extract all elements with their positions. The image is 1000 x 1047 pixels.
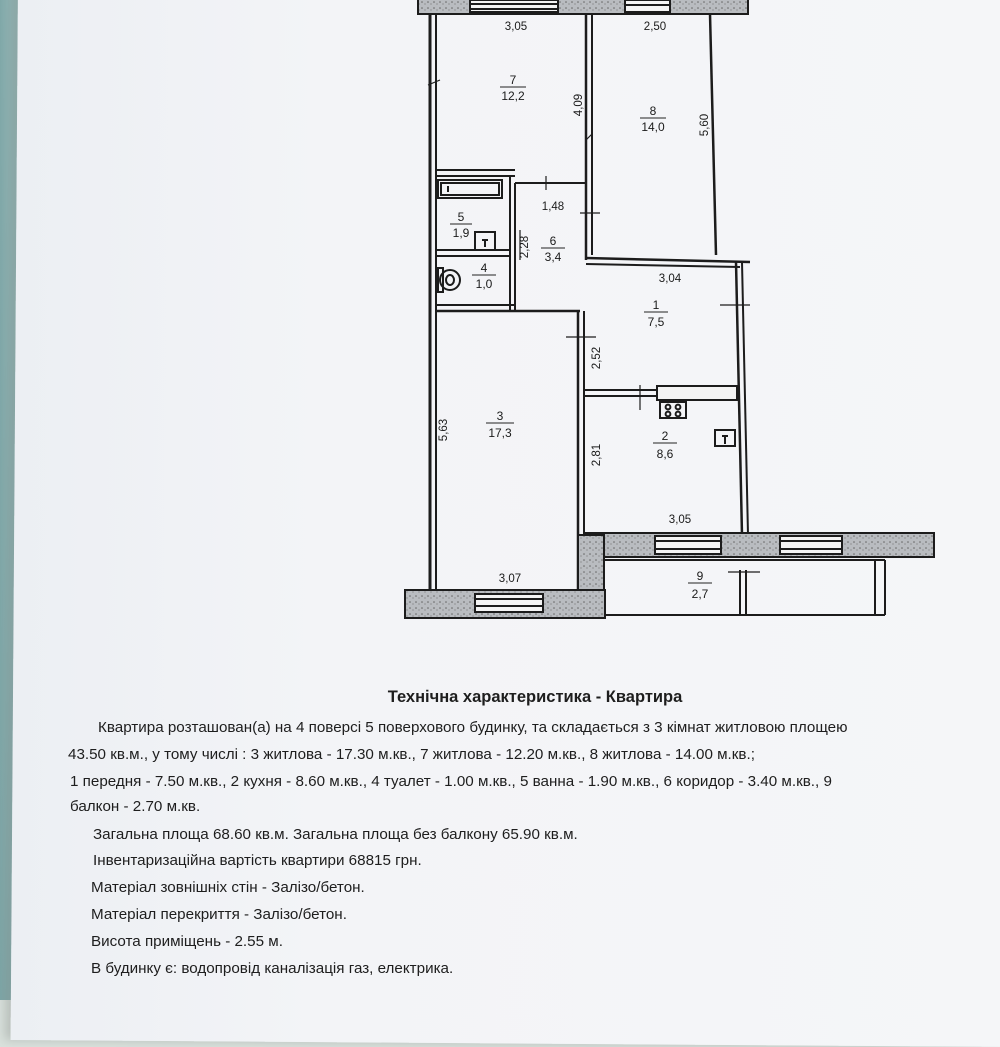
dim-room8-side: 5,60	[699, 114, 711, 136]
room-labels: 7 12,2 8 14,0 5 1,9 6 3,4 4 1,0 1 7,5 3 …	[450, 73, 712, 601]
dim-kitchen-side: 2,81	[591, 444, 603, 466]
room-8-number: 8	[650, 104, 657, 118]
text-line-3: 1 передня - 7.50 м.кв., 2 кухня - 8.60 м…	[70, 773, 832, 790]
text-line-5: Загальна площа 68.60 кв.м. Загальна площ…	[93, 826, 578, 843]
room-6-area: 3,4	[545, 250, 562, 264]
text-line-8: Матеріал перекриття - Залізо/бетон.	[91, 906, 347, 923]
room-8-area: 14,0	[641, 120, 665, 134]
room-2-number: 2	[662, 429, 669, 443]
dim-corridor-width: 1,48	[542, 201, 564, 213]
text-line-1: Квартира розташован(а) на 4 поверсі 5 по…	[98, 719, 848, 736]
text-line-7: Матеріал зовнішніх стін - Залізо/бетон.	[91, 879, 365, 896]
dim-room3-side: 5,63	[438, 419, 450, 441]
dim-hall-side: 2,52	[591, 347, 603, 369]
room-4-area: 1,0	[476, 277, 493, 291]
dim-corridor-height: 2,28	[519, 236, 531, 258]
room-5-area: 1,9	[453, 226, 470, 240]
dim-room7-side: 4,09	[573, 94, 585, 116]
room-3-number: 3	[497, 409, 504, 423]
text-line-9: Висота приміщень - 2.55 м.	[91, 933, 283, 950]
section-title: Технічна характеристика - Квартира	[387, 688, 683, 706]
room-3-area: 17,3	[488, 426, 512, 440]
text-line-2: 43.50 кв.м., у тому числі : 3 житлова - …	[68, 746, 755, 763]
text-line-4: балкон - 2.70 м.кв.	[70, 798, 201, 815]
text-line-10: В будинку є: водопровід каналізація газ,…	[91, 960, 454, 977]
dim-room3-bottom: 3,07	[499, 573, 521, 585]
room-1-number: 1	[653, 298, 660, 312]
room-1-area: 7,5	[648, 315, 665, 329]
dim-hall-top: 3,04	[659, 273, 682, 285]
top-wall	[417, 0, 749, 15]
dim-top-right: 2,50	[644, 21, 666, 33]
room-4-number: 4	[481, 261, 488, 275]
dim-kitchen-bottom: 3,05	[669, 514, 691, 526]
floor-plan: 3,05 2,50 4,09 5,60 1,48 2,28 3,04 2,52 …	[404, 0, 935, 619]
room-5-number: 5	[458, 210, 465, 224]
room-7-number: 7	[510, 73, 517, 87]
room-9-number: 9	[697, 569, 704, 583]
room-7-area: 12,2	[501, 89, 525, 103]
dim-top-left: 3,05	[505, 21, 527, 33]
dimension-labels: 3,05 2,50 4,09 5,60 1,48 2,28 3,04 2,52 …	[438, 21, 711, 585]
text-line-6: Інвентаризаційна вартість квартири 68815…	[93, 852, 422, 869]
room-6-number: 6	[550, 234, 557, 248]
room-2-area: 8,6	[657, 447, 674, 461]
room-9-area: 2,7	[692, 587, 709, 601]
